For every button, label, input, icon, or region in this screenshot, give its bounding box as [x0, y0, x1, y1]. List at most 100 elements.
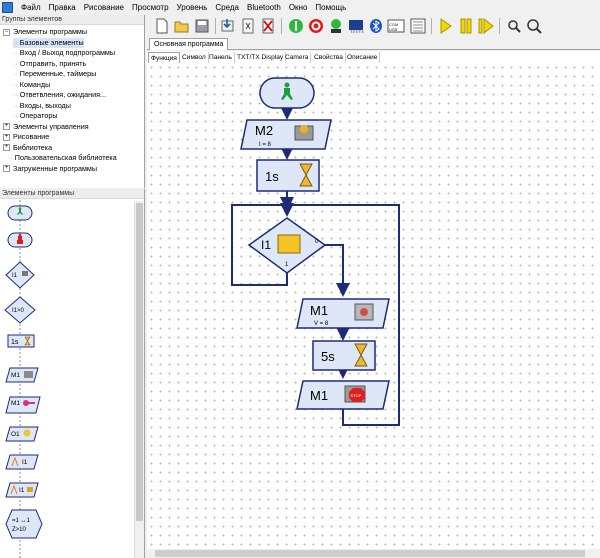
view-tabs: Функция Символ Панель TXT/TX Display Cam… [147, 51, 600, 63]
play-icon[interactable] [437, 17, 455, 35]
pulse-counter-element[interactable]: I1 [5, 482, 39, 498]
svg-text:I1>0: I1>0 [12, 308, 25, 314]
tree-item-label: Библиотека [13, 142, 53, 152]
program-elements-panel: Элементы программы I1 I1>0 1s [0, 189, 145, 558]
tab-panel[interactable]: Панель [207, 52, 235, 63]
branch-digital-element[interactable]: I1 [5, 261, 35, 289]
motor-encoder-element[interactable]: M1 [5, 396, 41, 414]
new-file-icon[interactable] [153, 17, 171, 35]
motor-m2-block[interactable]: M2 I = 8 [240, 119, 332, 150]
menu-bar: Файл Правка Рисование Просмотр Уровень С… [0, 0, 600, 15]
svg-text:STOP: STOP [351, 393, 362, 398]
tree-item[interactable]: ·· Операторы [13, 111, 58, 121]
document-tabs: Основная программа [147, 37, 600, 50]
menu-file[interactable]: Файл [21, 3, 41, 12]
tree-item[interactable]: ·· Пользовательская библиотека [8, 153, 117, 163]
tree-item[interactable]: ·· Вход / Выход подпрограммы [13, 48, 115, 58]
step-icon[interactable] [477, 17, 495, 35]
motor-m1-block[interactable]: M1 V = 8 [296, 298, 390, 329]
tree-item[interactable]: ·· Ответвления, ожидания... [13, 90, 106, 100]
svg-text:I1: I1 [19, 487, 25, 494]
interface-icon[interactable]: TXT/TX [347, 17, 365, 35]
tab-main-program[interactable]: Основная программа [149, 38, 229, 50]
zoom-out-icon[interactable] [525, 17, 543, 35]
svg-text:0: 0 [315, 239, 319, 245]
expand-icon[interactable]: + [3, 144, 10, 152]
tree-item[interactable]: ·· Входы, выходы [13, 101, 71, 111]
open-folder-icon[interactable] [173, 17, 191, 35]
tree-item[interactable]: +Библиотека [3, 143, 52, 153]
canvas-horizontal-scrollbar[interactable] [147, 549, 600, 558]
menu-draw[interactable]: Рисование [83, 3, 124, 12]
menu-view[interactable]: Просмотр [132, 3, 169, 12]
wait-input-element[interactable]: I1 [5, 454, 39, 470]
tree-item[interactable]: ·· Отправить, принять [13, 59, 86, 69]
program-canvas[interactable]: M2 I = 8 1s I1 0 1 M1 V = 8 [147, 63, 600, 558]
online-icon[interactable] [327, 17, 345, 35]
tree-branch-line: ·· [13, 90, 20, 99]
scrollbar-thumb[interactable] [155, 550, 585, 557]
branch-i1-block[interactable]: I1 0 1 [247, 217, 327, 274]
tree-item[interactable]: +Загруженные программы [3, 164, 97, 174]
tree-item[interactable]: +Рисование [3, 132, 49, 142]
tree-item-label: Базовые элементы [19, 37, 84, 47]
wait-1s-block[interactable]: 1s [256, 159, 320, 192]
tab-symbol[interactable]: Символ [180, 52, 209, 63]
download-icon[interactable] [219, 17, 237, 35]
tree-item-label: Вход / Выход подпрограммы [19, 48, 116, 57]
bluetooth-icon[interactable] [367, 17, 385, 35]
tree-branch-line: ·· [8, 153, 15, 162]
menu-environment[interactable]: Среда [215, 3, 239, 12]
tree-item[interactable]: ·· Базовые элементы [13, 37, 84, 48]
zoom-in-icon[interactable] [505, 17, 523, 35]
expand-icon[interactable]: + [3, 133, 10, 141]
save-icon[interactable] [193, 17, 211, 35]
branch-analog-element[interactable]: I1>0 [4, 296, 36, 324]
menu-bluetooth[interactable]: Bluetooth [247, 3, 281, 12]
tree-item[interactable]: ·· Переменные, таймеры [13, 69, 96, 79]
start-icon[interactable] [287, 17, 305, 35]
pause-icon[interactable] [457, 17, 475, 35]
menu-help[interactable]: Помощь [315, 3, 347, 12]
tree-item-label: Ответвления, ожидания... [19, 90, 106, 99]
motor-output-element[interactable]: M1 [5, 367, 39, 383]
tree-item-label: Загруженные программы [13, 163, 98, 173]
motor-m1-stop-block[interactable]: M1 STOP [296, 380, 390, 410]
tab-txt-display[interactable]: TXT/TX Display [235, 52, 287, 63]
stop-icon[interactable] [307, 17, 325, 35]
display-icon[interactable] [409, 17, 427, 35]
elements-scrollbar[interactable] [134, 201, 144, 558]
svg-text:M1: M1 [310, 303, 328, 318]
end-element[interactable] [7, 232, 33, 248]
svg-text:USB: USB [389, 27, 398, 32]
tree-item-label: Пользовательская библиотека [14, 153, 117, 162]
tree-item[interactable]: −Элементы программы [3, 27, 87, 37]
collapse-icon[interactable]: − [3, 28, 10, 36]
start-element[interactable] [7, 205, 33, 221]
svg-text:=1 ↔1: =1 ↔1 [12, 518, 31, 524]
tree-item[interactable]: ·· Команды [13, 80, 50, 90]
expand-icon[interactable]: + [3, 123, 10, 131]
menu-window[interactable]: Окно [288, 3, 308, 12]
start-block[interactable] [259, 77, 315, 109]
elements-palette: I1 I1>0 1s M1 M1 O1 [4, 200, 43, 558]
svg-text:I1: I1 [22, 459, 28, 466]
cut-icon[interactable] [239, 17, 257, 35]
wait-time-element[interactable]: 1s [7, 334, 35, 348]
position-element[interactable]: =1 ↔1 Z>10 [5, 509, 43, 539]
expand-icon[interactable]: + [3, 165, 10, 173]
tab-properties[interactable]: Свойства [312, 52, 346, 63]
lamp-output-element[interactable]: O1 [5, 426, 39, 442]
tab-camera[interactable]: Camera [283, 52, 312, 63]
tree-item-label: Переменные, таймеры [19, 69, 97, 78]
tab-function[interactable]: Функция [148, 52, 180, 63]
menu-edit[interactable]: Правка [48, 3, 76, 12]
svg-text:5s: 5s [321, 349, 335, 364]
tab-description[interactable]: Описание [345, 52, 381, 63]
menu-level[interactable]: Уровень [176, 3, 208, 12]
tree-item[interactable]: +Элементы управления [3, 122, 89, 132]
wait-5s-block[interactable]: 5s [312, 340, 376, 371]
delete-icon[interactable] [259, 17, 277, 35]
scrollbar-thumb[interactable] [136, 203, 143, 521]
